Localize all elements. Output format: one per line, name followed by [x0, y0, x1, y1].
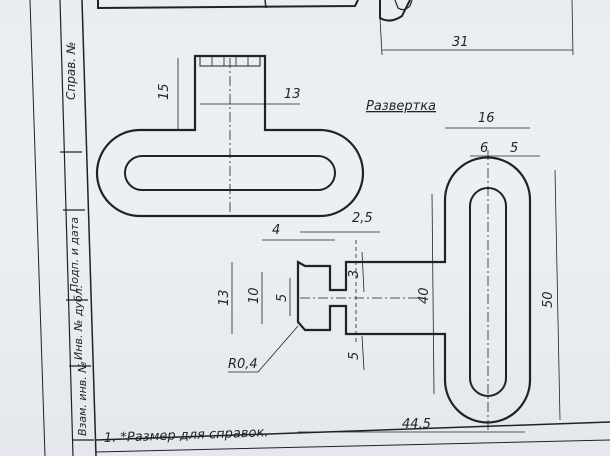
flat-pattern-slot	[469, 187, 507, 397]
dim-2-5: 2,5	[352, 211, 373, 226]
side-label-vzam-inv: Взам. инв. №	[76, 361, 89, 436]
dim-5-left: 5	[275, 294, 290, 302]
dim-5-right: 5	[510, 141, 518, 156]
dim-10: 10	[247, 287, 262, 304]
dim-31: 31	[452, 35, 469, 50]
side-label-sign-date: Подп. и дата	[68, 217, 81, 292]
dim31-ext-left	[379, 17, 383, 56]
top-right-bend-inner	[394, 0, 413, 11]
flat-pattern-outline	[296, 156, 532, 424]
side-label-sprav: Справ. №	[64, 42, 78, 100]
reference-note: 1. *Размер для справок.	[104, 425, 269, 446]
dim-15: 15	[157, 83, 172, 100]
dim-50: 50	[541, 291, 556, 308]
dim5-lower-line	[361, 335, 365, 371]
dim-44-5: 44,5	[402, 417, 431, 432]
dim-6: 6	[480, 141, 488, 156]
dim31-ext-right	[571, 0, 574, 56]
dim-13-top: 13	[284, 87, 301, 102]
left-part-outline	[95, 54, 365, 218]
radius-label: R0,4	[228, 357, 258, 372]
radius-leader	[228, 325, 299, 373]
title-block-top-line	[95, 421, 610, 441]
title-block-line-2	[95, 439, 610, 453]
dim-5-lower: 5	[347, 352, 362, 360]
side-label-inv-dubl: Инв. № дубл.	[72, 285, 85, 360]
dim50-line	[554, 169, 561, 421]
dim-13-left: 13	[217, 289, 232, 306]
frame-border-left	[81, 0, 97, 456]
dim40-line	[431, 193, 435, 395]
top-view-edge	[264, 0, 267, 9]
dim-4: 4	[272, 223, 280, 238]
sheet-edge-line	[29, 0, 46, 456]
section-title: Развертка	[366, 99, 436, 114]
dim3-line	[361, 251, 365, 293]
strip-line-1	[59, 0, 74, 456]
dim-3: 3	[347, 270, 362, 278]
top-right-bend	[379, 0, 411, 22]
dim-16: 16	[478, 111, 495, 126]
top-view-fragment	[97, 0, 359, 10]
dim-40: 40	[417, 287, 432, 304]
